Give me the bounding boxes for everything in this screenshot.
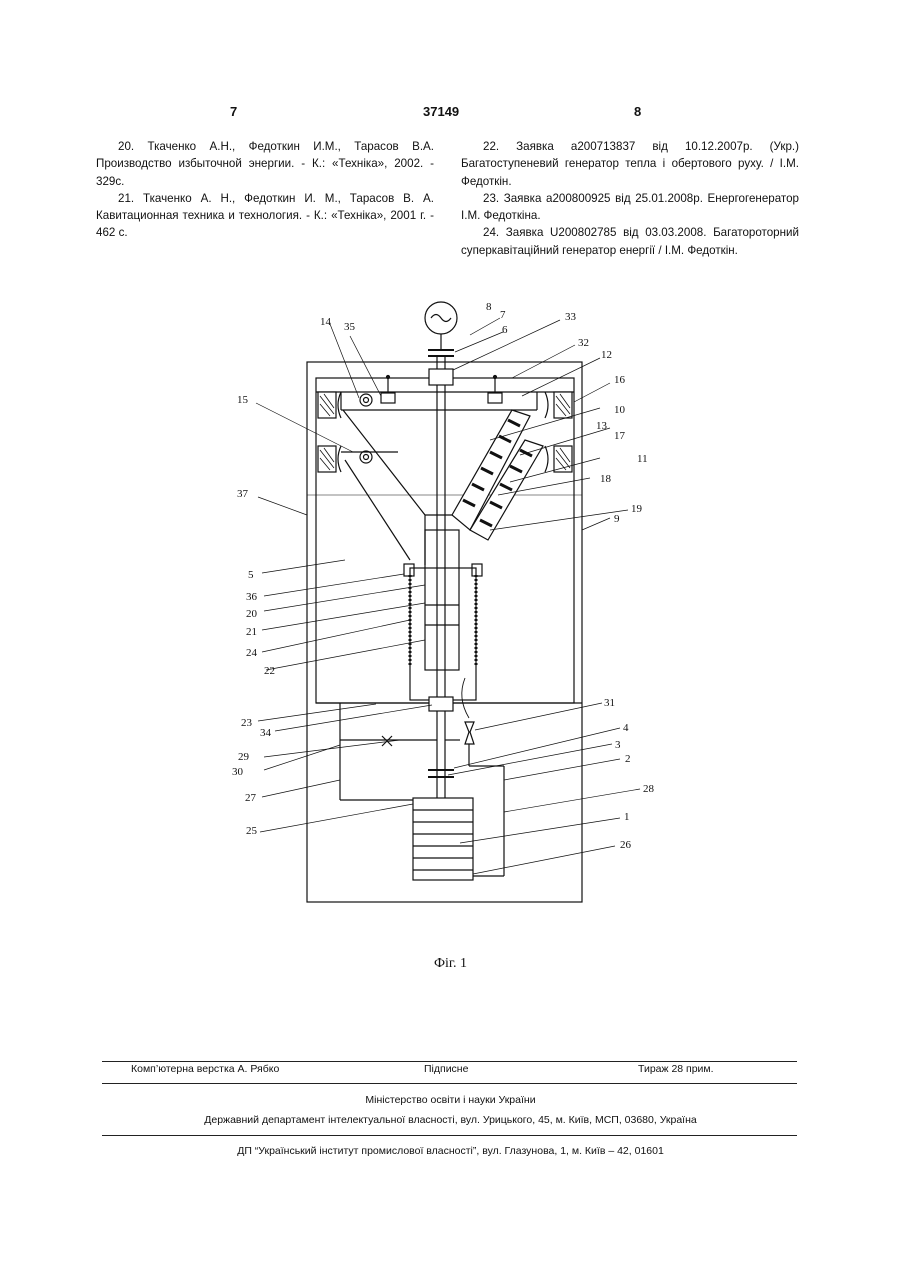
figure-label: 37 [237,488,249,500]
reference-20: 20. Ткаченко А.Н., Федоткин И.М., Тарасо… [96,138,434,190]
reference-24: 24. Заявка U200802785 від 03.03.2008. Ба… [461,224,799,259]
figure-label: 23 [241,717,253,729]
figure-label: 10 [614,404,626,416]
signed-note: Підписне [424,1063,468,1075]
figure-label: 34 [260,727,272,739]
patent-number: 37149 [423,104,459,119]
technical-drawing: 8 7 6 33 32 12 16 10 13 17 11 18 19 9 14… [200,290,700,920]
figure-label: 27 [245,792,257,804]
figure-label: 22 [264,665,275,677]
figure-label: 17 [614,430,626,442]
left-column: 20. Ткаченко А.Н., Федоткин И.М., Тарасо… [96,138,434,242]
figure-label: 36 [246,591,258,603]
figure-label: 33 [565,311,577,323]
figure-label: 35 [344,321,356,333]
figure-label: 12 [601,349,612,361]
figure-label: 3 [615,739,621,751]
reference-22: 22. Заявка а200713837 від 10.12.2007р. (… [461,138,799,190]
figure-label: 2 [625,753,631,765]
footer-rule-middle [102,1083,797,1084]
figure-label: 14 [320,316,332,328]
layout-credit: Комп’ютерна верстка А. Рябко [131,1063,279,1075]
figure-label: 20 [246,608,258,620]
figure-label: 32 [578,337,589,349]
figure-label: 15 [237,394,249,406]
figure-label: 4 [623,722,629,734]
figure-label: 19 [631,503,643,515]
figure-label: 30 [232,766,244,778]
figure-label: 16 [614,374,626,386]
page-number-right: 8 [634,104,641,119]
figure-caption: Фіг. 1 [0,956,901,972]
figure-label: 21 [246,626,257,638]
figure-label: 1 [624,811,630,823]
ministry-line: Міністерство освіти і науки України [0,1094,901,1106]
reference-21: 21. Ткаченко А. Н., Федоткин И. М., Тара… [96,190,434,242]
footer-rule-top [102,1061,797,1062]
figure-label: 24 [246,647,258,659]
figure-label: 5 [248,569,254,581]
figure-label: 8 [486,301,492,313]
figure-label: 7 [500,309,506,321]
figure-label: 26 [620,839,632,851]
institute-line: ДП “Український інститут промислової вла… [0,1145,901,1157]
figure-label: 9 [614,513,620,525]
figure-label: 31 [604,697,615,709]
figure-label: 18 [600,473,612,485]
department-line: Державний департамент інтелектуальної вл… [0,1114,901,1126]
page-number-left: 7 [230,104,237,119]
figure-label: 25 [246,825,258,837]
figure-label: 11 [637,453,648,465]
right-column: 22. Заявка а200713837 від 10.12.2007р. (… [461,138,799,259]
footer-rule-bottom [102,1135,797,1136]
figure-label: 13 [596,420,608,432]
figure-label: 28 [643,783,655,795]
reference-23: 23. Заявка а200800925 від 25.01.2008р. Е… [461,190,799,225]
figure-label: 6 [502,324,508,336]
circulation-note: Тираж 28 прим. [638,1063,714,1075]
figure-label: 29 [238,751,250,763]
